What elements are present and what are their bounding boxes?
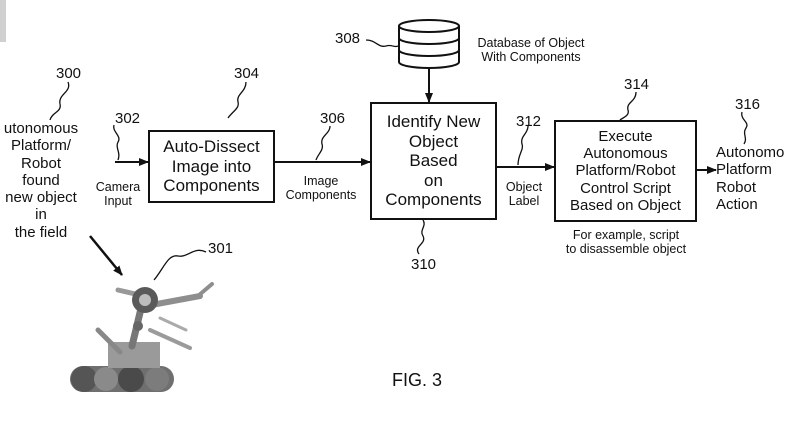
ref-304: 304	[234, 65, 260, 82]
leader-308	[365, 39, 399, 48]
leader-304	[227, 81, 247, 119]
action-text: Autonomo Platform Robot Action	[716, 144, 785, 213]
ref-316: 316	[735, 96, 761, 113]
leader-300	[49, 81, 70, 121]
label-object-label: Object Label	[505, 180, 543, 209]
leader-310	[416, 219, 425, 255]
robot-image	[70, 282, 214, 392]
box-identify-object: Identify New Object Based on Components	[370, 102, 497, 220]
example-note: For example, script to disassemble objec…	[565, 228, 687, 257]
ref-308: 308	[335, 30, 361, 47]
leader-316	[741, 111, 748, 145]
leader-301	[153, 249, 207, 281]
ref-301: 301	[208, 240, 234, 257]
ref-302: 302	[115, 110, 141, 127]
window-edge	[0, 0, 6, 42]
figure-caption: FIG. 3	[391, 370, 442, 390]
ref-310: 310	[411, 256, 437, 273]
label-image-components: Image Components	[285, 174, 357, 203]
ref-306: 306	[320, 110, 346, 127]
ref-314: 314	[624, 76, 650, 93]
ref-312: 312	[516, 113, 542, 130]
start-text: utonomous Platform/ Robot found new obje…	[3, 120, 79, 241]
box-auto-dissect: Auto-Dissect Image into Components	[148, 130, 275, 203]
database-label: Database of Object With Components	[477, 36, 585, 65]
ref-300: 300	[56, 65, 82, 82]
database-cylinder-icon	[398, 19, 460, 69]
box-execute-script: Execute Autonomous Platform/Robot Contro…	[554, 120, 697, 222]
leader-314	[619, 91, 637, 121]
leader-302	[113, 124, 120, 161]
arrow-to-robot-image	[89, 235, 123, 276]
leader-312	[517, 125, 529, 166]
label-camera-input: Camera Input	[95, 180, 141, 209]
leader-306	[315, 125, 331, 161]
